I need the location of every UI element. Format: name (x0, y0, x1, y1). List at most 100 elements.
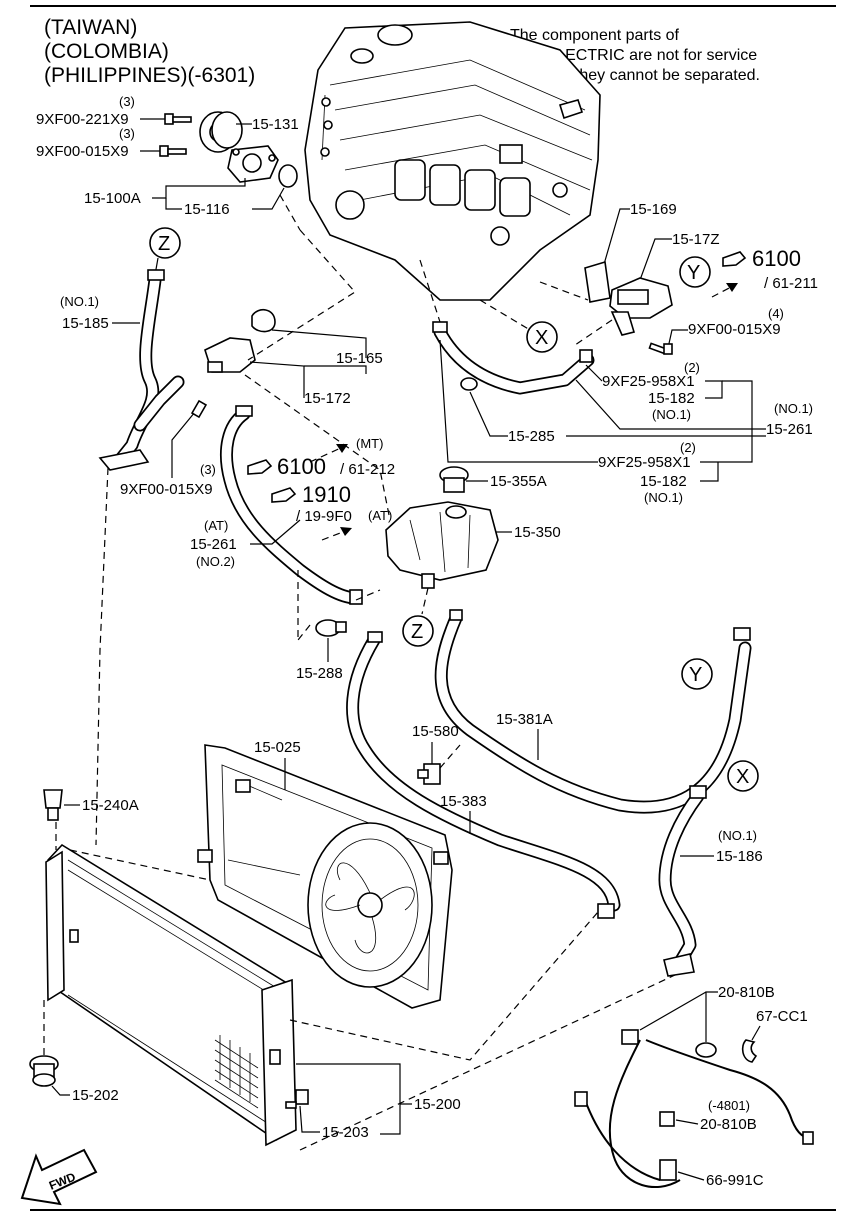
dash-line-pump (279, 194, 301, 231)
no-label-1-b: (NO.1) (652, 407, 691, 422)
radiator-core-grid (214, 1035, 259, 1109)
clip-20-810b (695, 1042, 717, 1058)
part-label-15-165: 15-165 (336, 350, 383, 367)
hose-15-182-upper (432, 321, 595, 395)
leader-9xf25-a (585, 364, 603, 382)
svg-text:X: X (736, 766, 749, 788)
fan-harness-66-991c (574, 1039, 814, 1189)
leader-15-169 (597, 208, 630, 286)
ref-label-61-211: / 61-211 (764, 275, 818, 292)
service-note-line-1: The component parts of (510, 27, 680, 44)
dash-line-radiator-to-hose (289, 911, 599, 1061)
radiator-bracket-15-240a (43, 789, 63, 821)
part-label-15-288: 15-288 (296, 665, 343, 682)
part-label-15-172: 15-172 (304, 390, 351, 407)
part-label-15-202: 15-202 (72, 1087, 119, 1104)
electric-fan-illustration (307, 822, 433, 988)
no-label-1-a: (NO.1) (60, 294, 99, 309)
region-line-philippines: (PHILIPPINES)(-6301) (44, 64, 255, 87)
ref-hand-icon-1910 (271, 487, 297, 503)
callout-x-top: X (526, 321, 558, 353)
part-label-15-350: 15-350 (514, 524, 561, 541)
ref-label-61-212: / 61-212 (340, 461, 395, 478)
clip-15-580 (417, 763, 441, 785)
part-label-15-185: 15-185 (62, 315, 109, 332)
no-label-1-c: (NO.1) (774, 401, 813, 416)
leader-9xf00-015x9-c (171, 411, 196, 478)
svg-text:Z: Z (158, 233, 170, 255)
ref-hand-icon-6100-b (247, 459, 273, 475)
dash-line-left-hose-to-radiator (95, 467, 109, 846)
part-label-15-580: 15-580 (412, 723, 459, 740)
model-label-4801: (-4801) (708, 1098, 750, 1113)
leader-15-100a-b (165, 198, 182, 210)
part-label-15-261-a: 15-261 (766, 421, 813, 438)
pump-gasket-15-116 (278, 164, 298, 188)
leader-15-200 (296, 1063, 412, 1135)
dash-line-radiator-to-186 (299, 974, 676, 1151)
part-label-15-131: 15-131 (252, 116, 299, 133)
dash-arrow-19-9f0 (321, 529, 349, 541)
qty-label-3-a: (3) (119, 94, 135, 109)
engine-block-illustration (304, 21, 601, 301)
water-outlet-15-172 (204, 337, 256, 373)
part-label-9xf00-015x9-a: 9XF00-015X9 (36, 143, 129, 160)
leader-15-182-b (700, 380, 753, 482)
hose-15-381a (434, 609, 752, 814)
arrow-head-61-212 (336, 444, 348, 453)
callout-y-mid: Y (681, 658, 713, 690)
leader-9xf25-b (439, 339, 598, 463)
at-label-a: (AT) (368, 508, 392, 523)
part-label-9xf00-015x9-c: 9XF00-015X9 (120, 481, 213, 498)
qty-label-3-b: (3) (119, 126, 135, 141)
mt-label: (MT) (356, 436, 383, 451)
region-line-taiwan: (TAIWAN) (44, 16, 137, 39)
thermostat-housing-15-17z (609, 277, 673, 336)
gasket-15-169 (584, 260, 611, 303)
ref-label-1910: 1910 (302, 482, 351, 507)
leader-66-991c (677, 1171, 705, 1181)
part-label-15-381a: 15-381A (496, 711, 553, 728)
at-label-b: (AT) (204, 518, 228, 533)
callout-x-mid: X (727, 760, 759, 792)
leader-15-202 (51, 1085, 70, 1096)
radiator-mount-15-202 (29, 1055, 59, 1087)
forward-direction-arrow: FWD (20, 1148, 98, 1206)
dash-line-tank-to-z (421, 587, 429, 615)
bolt-icon-015x9-c (190, 399, 208, 419)
leader-15-17z (639, 238, 672, 281)
svg-text:Y: Y (687, 262, 700, 284)
part-label-15-116: 15-116 (184, 201, 230, 218)
part-label-9xf25-958x1-b: 9XF25-958X1 (598, 454, 691, 471)
part-label-15-240a: 15-240A (82, 797, 139, 814)
part-label-15-383: 15-383 (440, 793, 487, 810)
qty-label-2-b: (2) (680, 440, 696, 455)
dash-line-engine-to-outlet (247, 229, 356, 361)
tank-cap-15-355a (439, 466, 469, 493)
connector-20-810b-b (659, 1111, 675, 1127)
leader-67-cc1 (751, 1025, 761, 1041)
part-label-15-100a: 15-100A (84, 190, 141, 207)
leader-15-165 (271, 329, 367, 358)
water-pump-body-15-100a (227, 145, 279, 183)
part-label-20-810b-b: 20-810B (700, 1116, 757, 1133)
dash-line-clip-580 (439, 744, 461, 769)
part-label-15-203: 15-203 (322, 1124, 369, 1141)
ref-hand-icon-6100-a (722, 251, 747, 267)
callout-z-mid: Z (402, 615, 434, 647)
dash-line-radiator-bracket (43, 822, 57, 1056)
leader-9xf00-015x9-b (667, 329, 688, 349)
part-label-15-17z: 15-17Z (672, 231, 720, 248)
qty-label-2-a: (2) (684, 360, 700, 375)
part-label-15-355a: 15-355A (490, 473, 547, 490)
hose-15-186 (658, 785, 707, 977)
drain-plug-15-203 (285, 1089, 309, 1109)
part-label-15-186: 15-186 (716, 848, 763, 865)
part-label-15-182-a: 15-182 (648, 390, 695, 407)
part-label-9xf00-015x9-b: 9XF00-015X9 (688, 321, 781, 338)
svg-text:X: X (535, 327, 548, 349)
hose-15-383 (346, 631, 621, 919)
part-label-20-810b-a: 20-810B (718, 984, 775, 1001)
no-label-1-d: (NO.1) (644, 490, 683, 505)
